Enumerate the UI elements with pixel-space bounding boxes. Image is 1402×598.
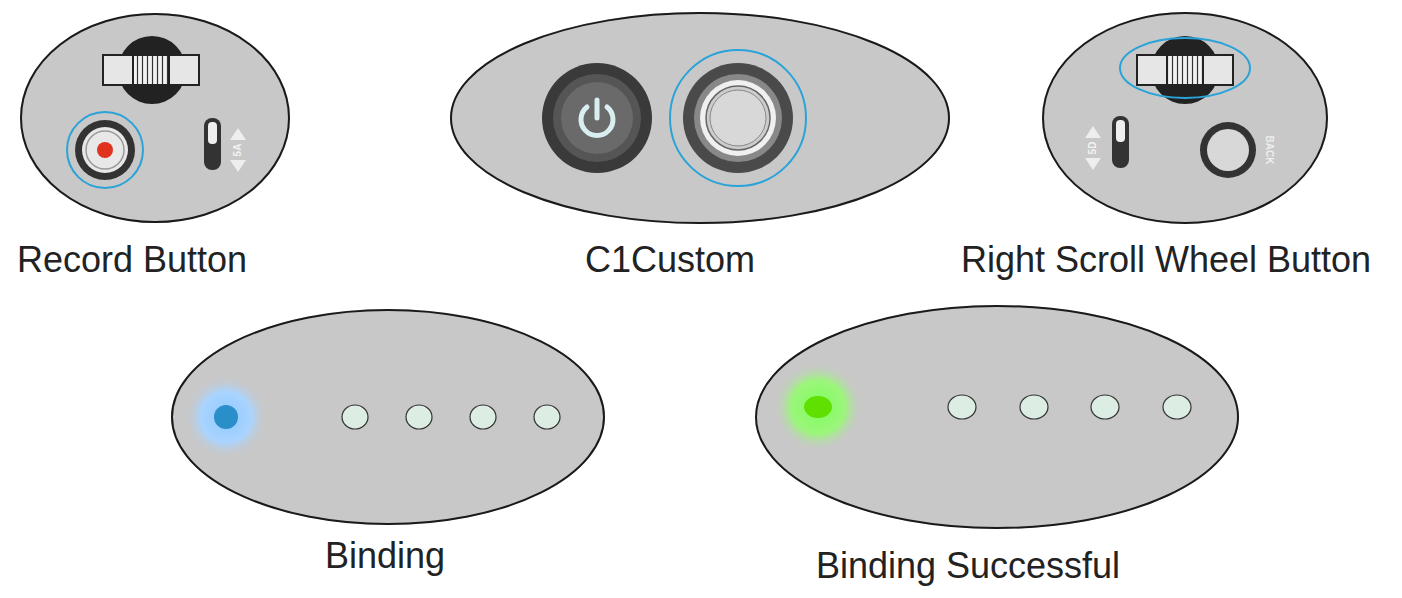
switch-label: 5D — [1088, 142, 1098, 155]
panel-ellipse: Record Button — [20, 13, 290, 223]
ellipse-outline — [450, 12, 950, 224]
ellipse-outline — [1042, 12, 1328, 224]
panel-caption: C1Custom — [585, 240, 755, 280]
panel-ellipse: Binding Successful — [755, 305, 1239, 529]
switch-label: 5A — [233, 144, 243, 157]
switch-label: BACK — [1264, 136, 1274, 165]
panel-caption: Binding Successful — [816, 546, 1120, 586]
panel-ellipse: Binding — [171, 309, 605, 525]
panel-caption: Record Button — [17, 240, 247, 280]
panel-ellipse: C1Custom — [450, 12, 950, 224]
panel-ellipse: Right Scroll Wheel Button — [1042, 12, 1328, 224]
ellipse-outline — [755, 305, 1239, 529]
ellipse-outline — [171, 309, 605, 525]
ellipse-outline — [20, 13, 290, 223]
panel-caption: Binding — [325, 536, 445, 576]
panel-caption: Right Scroll Wheel Button — [961, 240, 1371, 280]
